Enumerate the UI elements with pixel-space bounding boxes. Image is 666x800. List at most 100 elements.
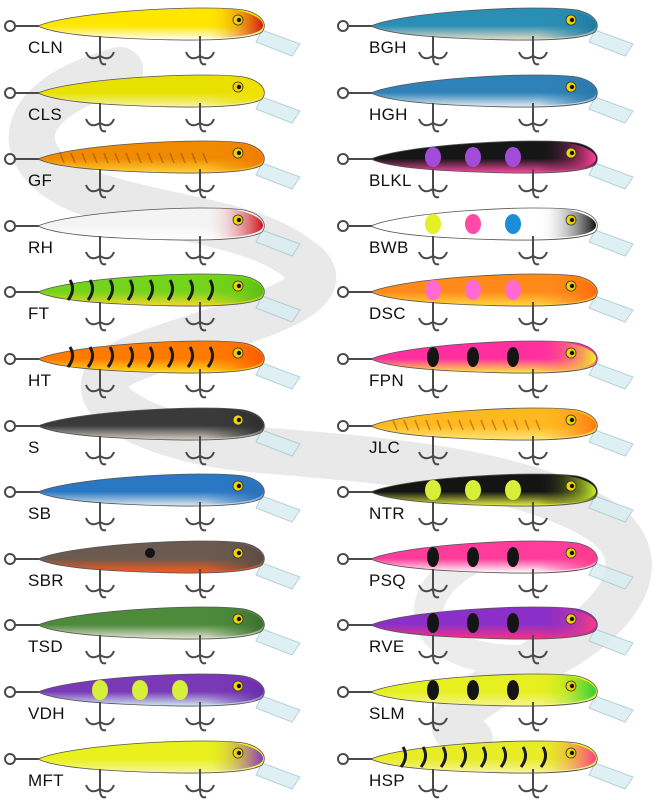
lure-color-code: JLC [369, 437, 401, 457]
tow-ring-icon [337, 486, 349, 499]
diving-lip-icon [255, 229, 301, 257]
silver-black-red-lure-icon [4, 540, 301, 599]
lure-color-code: BLKL [369, 171, 412, 191]
tow-ring-icon [337, 752, 349, 765]
holo-ghost-lure-icon [337, 74, 634, 132]
lure-item: BGH [333, 0, 666, 66]
treble-hook-icon [518, 169, 548, 199]
treble-hook-icon [85, 768, 115, 798]
tow-ring-icon [337, 686, 349, 698]
hot-tiger-lure-icon [4, 340, 301, 399]
lure-item: RH [0, 200, 333, 266]
treble-hook-icon [418, 302, 448, 332]
treble-hook-icon [185, 169, 215, 199]
lure-item: FT [0, 266, 333, 332]
treble-hook-icon [85, 702, 115, 732]
hot-spot-lure-icon [337, 740, 634, 798]
lure-item: HSP [333, 733, 666, 799]
diving-lip-icon [255, 495, 301, 523]
lure-color-code: RVE [369, 637, 405, 657]
treble-hook-icon [85, 169, 115, 199]
gold-fluorescent-lure-icon [4, 140, 301, 199]
lure-color-code: FPN [369, 371, 404, 390]
treble-hook-icon [185, 36, 215, 66]
black-pink-lure-icon [337, 140, 634, 199]
treble-hook-icon [185, 369, 215, 399]
diving-lip-icon [255, 428, 301, 457]
treble-hook-icon [418, 169, 448, 199]
lure-item: HGH [333, 67, 666, 133]
lure-item: FPN [333, 333, 666, 399]
tow-ring-icon [4, 486, 16, 499]
lure-item: MFT [0, 733, 333, 799]
lure-color-code: HGH [369, 104, 408, 124]
diving-lip-icon [588, 428, 634, 457]
treble-hook-icon [418, 768, 448, 798]
treble-hook-icon [518, 36, 548, 66]
tow-ring-icon [4, 219, 16, 232]
treble-hook-icon [518, 235, 548, 266]
mardi-gras-lure-icon [4, 740, 301, 798]
treble-hook-icon [185, 302, 215, 332]
tow-ring-icon [4, 286, 16, 299]
rave-lure-icon [337, 607, 634, 665]
tow-ring-icon [337, 552, 349, 565]
diving-lip-icon [255, 761, 301, 790]
treble-hook-icon [85, 435, 115, 465]
treble-hook-icon [518, 302, 548, 332]
night-trick-lure-icon [337, 473, 634, 532]
treble-hook-icon [518, 369, 548, 399]
diving-lip-icon [255, 562, 301, 590]
diving-lip-icon [255, 95, 301, 124]
treble-hook-icon [418, 568, 448, 599]
treble-hook-icon [85, 302, 115, 332]
treble-hook-icon [85, 502, 115, 532]
treble-hook-icon [518, 502, 548, 532]
diving-lip-icon [588, 562, 634, 590]
lure-color-code: TSD [28, 637, 63, 657]
treble-hook-icon [185, 702, 215, 732]
tow-ring-icon [4, 20, 16, 32]
tow-ring-icon [4, 86, 16, 99]
diving-lip-icon [588, 695, 634, 723]
lure-item: PSQ [333, 533, 666, 599]
lure-item: SB [0, 466, 333, 532]
diving-lip-icon [588, 495, 634, 523]
tow-ring-icon [4, 686, 16, 698]
jelly-lure-icon [337, 407, 634, 465]
treble-hook-icon [85, 235, 115, 266]
treble-hook-icon [85, 102, 115, 132]
lure-item: DSC [333, 266, 666, 332]
tow-ring-icon [4, 353, 16, 365]
tow-ring-icon [337, 86, 349, 99]
treble-hook-icon [518, 702, 548, 732]
firetiger-lure-icon [4, 274, 301, 332]
treble-hook-icon [185, 635, 215, 665]
lure-item: GF [0, 133, 333, 199]
clown-lure-icon [4, 7, 301, 66]
lure-item: SBR [0, 533, 333, 599]
tow-ring-icon [337, 353, 349, 365]
lure-color-code: BWB [369, 237, 409, 257]
pink-squid-lure-icon [337, 540, 634, 599]
lure-item: JLC [333, 400, 666, 466]
silver-blue-lure-icon [4, 473, 301, 532]
slime-lure-icon [337, 673, 634, 732]
diving-lip-icon [588, 295, 634, 324]
lure-color-code: S [28, 437, 40, 457]
treble-hook-icon [185, 502, 215, 532]
lure-color-code: CLN [28, 38, 63, 57]
treble-hook-icon [185, 235, 215, 266]
treble-hook-icon [418, 635, 448, 665]
treble-hook-icon [518, 435, 548, 465]
tennessee-shad-lure-icon [4, 607, 301, 665]
treble-hook-icon [418, 235, 448, 266]
treble-hook-icon [185, 568, 215, 599]
tow-ring-icon [337, 153, 349, 166]
tow-ring-icon [4, 752, 16, 765]
lure-color-code: MFT [28, 770, 64, 790]
treble-hook-icon [518, 568, 548, 599]
black-white-lure-icon [337, 207, 634, 266]
